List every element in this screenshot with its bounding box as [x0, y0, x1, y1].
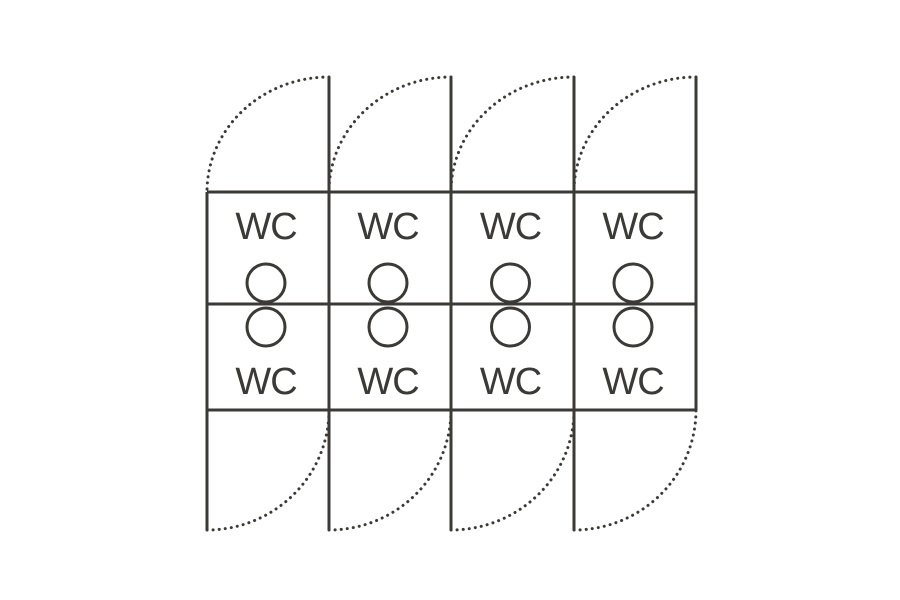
toilet-icon [367, 306, 409, 348]
toilet-icon [612, 262, 654, 304]
bottom-door-swing-arc-2 [327, 408, 453, 532]
wc-label-bottom-2: WC [357, 361, 418, 403]
stall-labels: WC WC WC WC WC WC WC WC [235, 206, 664, 403]
top-door-swing-arc-4 [572, 75, 698, 194]
toilet-icon [245, 306, 287, 348]
wc-label-top-2: WC [357, 206, 418, 248]
door-swings [205, 75, 698, 532]
toilet-icon [490, 262, 531, 304]
top-door-swing-arc-2 [327, 75, 453, 194]
wc-label-bottom-1: WC [235, 361, 296, 403]
bottom-door-swing-arc-3 [449, 408, 576, 532]
wc-label-top-3: WC [480, 206, 541, 248]
wc-label-top-4: WC [602, 206, 663, 248]
toilet-icon [367, 262, 409, 304]
toilet-icon [612, 306, 654, 348]
toilet-icon [490, 306, 531, 348]
wc-label-bottom-4: WC [602, 361, 663, 403]
wc-label-top-1: WC [235, 206, 296, 248]
toilet-icon [245, 262, 287, 304]
top-door-swing-arc-1 [205, 75, 331, 194]
wc-label-bottom-3: WC [480, 361, 541, 403]
bottom-door-swing-arc-1 [205, 408, 331, 532]
toilet-fixtures [245, 262, 654, 348]
bottom-door-swing-arc-4 [572, 408, 698, 532]
